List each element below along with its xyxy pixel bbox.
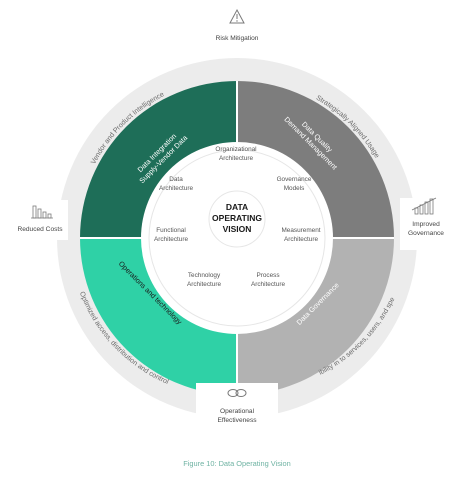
node-reduced-costs-bg — [12, 200, 68, 240]
growth-chart-icon — [411, 197, 437, 215]
inner-label-data-2: Architecture — [159, 185, 194, 192]
node-risk-mitigation-label: Risk Mitigation — [216, 35, 259, 42]
quadrant-bottom-left — [80, 238, 237, 395]
quadrant-top-right — [237, 81, 394, 238]
quadrant-top-left — [80, 81, 237, 238]
center-disc — [208, 190, 266, 248]
declining-bars-icon — [31, 205, 53, 219]
node-reduced-costs-label: Reduced Costs — [17, 226, 63, 233]
link-icon — [227, 389, 247, 397]
inner-label-process-1: Process — [256, 272, 279, 279]
inner-label-functional-2: Architecture — [154, 236, 189, 243]
figure-caption: Figure 10: Data Operating Vision — [183, 459, 291, 468]
inner-label-organizational-2: Architecture — [219, 155, 254, 162]
inner-label-governance-1: Governance — [277, 176, 312, 183]
node-risk-mitigation-bg — [198, 28, 276, 52]
quadrant-bottom-right — [237, 238, 394, 395]
node-operational-effectiveness-label-2: Effectiveness — [217, 417, 257, 424]
inner-ring-border — [148, 149, 326, 327]
warning-icon — [229, 8, 245, 24]
node-operational-effectiveness-label-1: Operational — [220, 408, 255, 415]
center-line-3: VISION — [223, 224, 252, 234]
inner-label-measurement-2: Architecture — [284, 236, 319, 243]
inner-label-process-2: Architecture — [251, 281, 286, 288]
inner-label-technology-2: Architecture — [187, 281, 222, 288]
node-risk-mitigation: Risk Mitigation — [198, 8, 276, 52]
node-improved-governance: Improved Governance — [400, 197, 460, 250]
node-improved-governance-label-2: Governance — [408, 230, 444, 237]
inner-label-functional-1: Functional — [156, 227, 186, 234]
inner-label-organizational-1: Organizational — [215, 146, 256, 153]
node-operational-effectiveness: Operational Effectiveness — [196, 383, 278, 429]
inner-label-measurement-1: Measurement — [281, 227, 320, 234]
inner-label-data-1: Data — [169, 176, 183, 183]
inner-label-technology-1: Technology — [188, 272, 221, 279]
node-improved-governance-label-1: Improved — [412, 221, 440, 228]
center-line-1: DATA — [226, 202, 248, 212]
center-line-2: OPERATING — [212, 213, 262, 223]
inner-label-governance-2: Models — [284, 185, 305, 192]
node-reduced-costs: Reduced Costs — [12, 200, 68, 240]
